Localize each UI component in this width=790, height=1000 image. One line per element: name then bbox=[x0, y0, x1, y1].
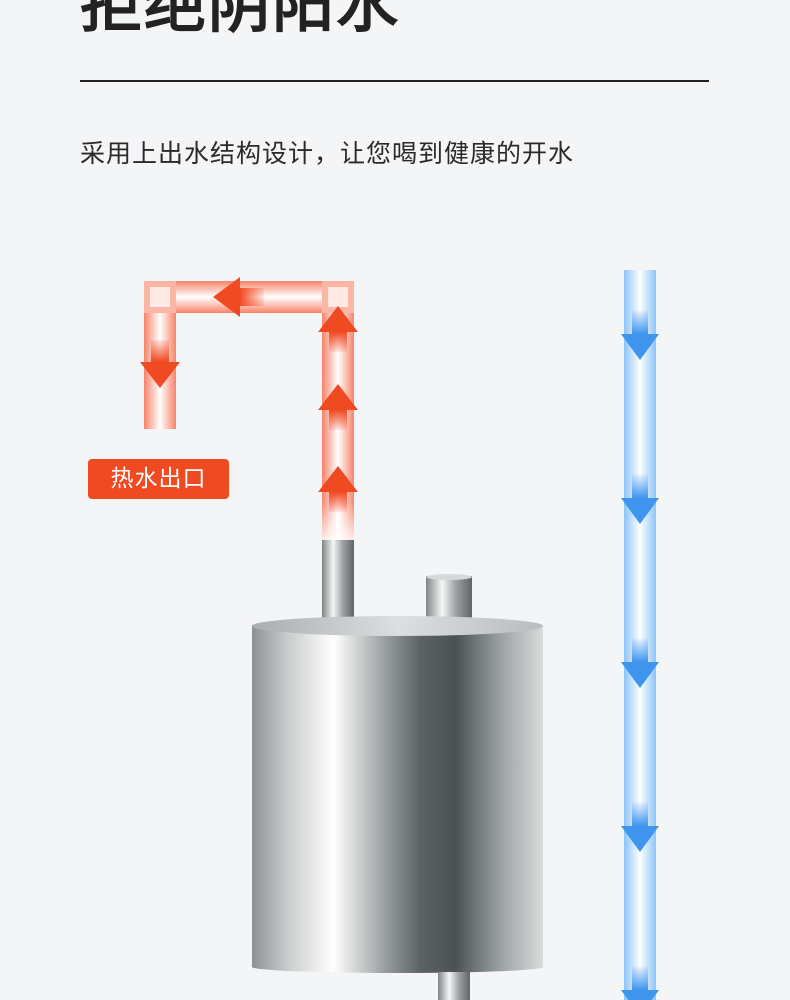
hot-water-flow-icon bbox=[140, 277, 358, 543]
hot-arrow-down-icon bbox=[140, 340, 180, 388]
page-subtitle: 采用上出水结构设计，让您喝到健康的开水 bbox=[80, 139, 575, 168]
cold-water-flow-icon bbox=[621, 270, 659, 1000]
hot-water-outlet-badge: 热水出口 bbox=[88, 459, 229, 499]
hot-arrow-up-icon bbox=[318, 384, 358, 430]
cold-arrow-down-icon bbox=[621, 966, 659, 1000]
cold-arrow-down-icon bbox=[621, 310, 659, 360]
hot-arrow-left-icon bbox=[213, 277, 264, 317]
title-divider bbox=[80, 80, 709, 82]
hot-arrow-up-icon bbox=[318, 466, 358, 512]
cold-arrow-down-icon bbox=[621, 802, 659, 852]
cold-arrow-down-icon bbox=[621, 474, 659, 524]
cold-arrow-down-icon bbox=[621, 638, 659, 688]
hot-arrow-up-icon bbox=[318, 306, 358, 352]
water-tank-icon bbox=[252, 540, 543, 1000]
page-title: 拒绝阴阳水 bbox=[80, 0, 401, 41]
